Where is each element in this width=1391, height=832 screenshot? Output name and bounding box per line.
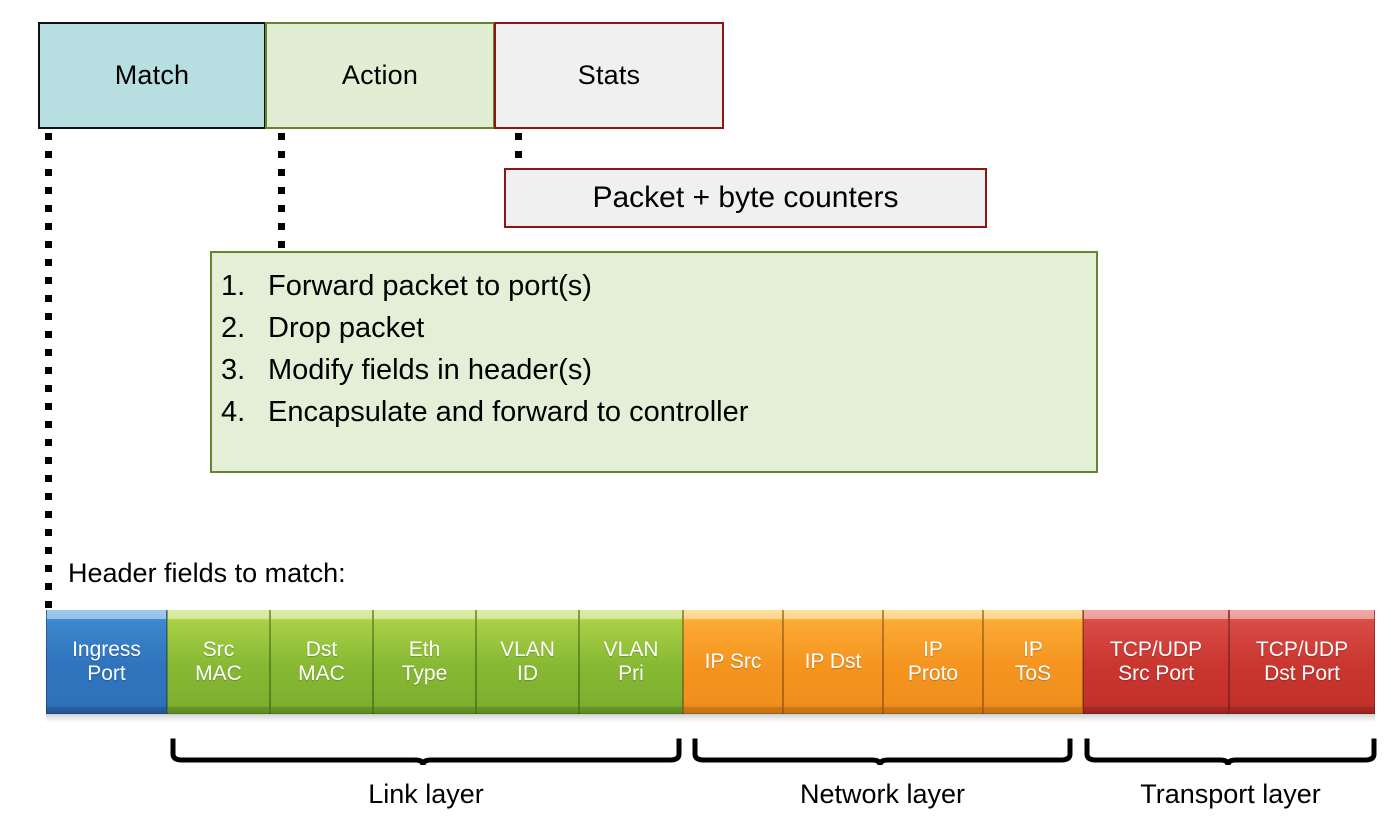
flow-entry-match-box: Match [38, 22, 266, 129]
header-fields-caption: Header fields to match: [68, 558, 346, 588]
header-field-src-mac: Src MAC [167, 610, 270, 714]
stats-callout-box: Packet + byte counters [504, 168, 987, 228]
field-line-2: Src Port [1118, 662, 1194, 685]
header-field-vlan-pri: VLAN Pri [579, 610, 683, 714]
action-item-text: Modify fields in header(s) [268, 354, 592, 386]
field-line-2: MAC [195, 662, 242, 685]
field-line-1: VLAN [603, 637, 659, 661]
field-line-1: Dst [305, 637, 338, 661]
action-list-item: 4. Encapsulate and forward to controller [212, 392, 1096, 434]
action-label: Action [341, 60, 419, 90]
header-field-ip-dst: IP Dst [783, 610, 883, 714]
field-line-2: Port [87, 662, 126, 685]
field-line-2: ID [517, 662, 538, 685]
link-layer-label: Link layer [368, 779, 484, 809]
action-item-text: Encapsulate and forward to controller [268, 396, 749, 428]
action-connector-dotted-line [278, 133, 285, 251]
action-item-number: 2. [221, 312, 246, 344]
header-field-tcp-udp-src-port: TCP/UDP Src Port [1083, 610, 1229, 714]
field-line-2: Proto [907, 662, 959, 685]
flow-entry-action-box: Action [265, 22, 495, 129]
action-item-number: 1. [221, 270, 246, 302]
field-line-2: MAC [298, 662, 345, 685]
field-line-1: TCP/UDP [1109, 637, 1203, 661]
field-line-1: Eth [408, 637, 441, 661]
action-item-text: Forward packet to port(s) [268, 270, 592, 302]
network-layer-label: Network layer [799, 779, 966, 809]
header-field-ingress-port: Ingress Port [46, 610, 167, 714]
header-field-ip-proto: IP Proto [883, 610, 983, 714]
field-line-2: Type [401, 662, 448, 685]
transport-layer-bracket [1084, 738, 1377, 768]
network-layer-bracket [692, 738, 1073, 768]
header-field-vlan-id: VLAN ID [476, 610, 579, 714]
field-line-1: TCP/UDP [1255, 637, 1349, 661]
action-list-item: 2. Drop packet [212, 308, 1096, 350]
field-line-1: VLAN [500, 637, 555, 661]
field-line-1: IP [1023, 637, 1043, 661]
link-layer-bracket [170, 738, 682, 768]
stats-connector-dotted-line [515, 133, 522, 169]
field-line-1: IP [923, 637, 943, 661]
stats-callout-text: Packet + byte counters [592, 181, 899, 214]
header-field-ip-src: IP Src [683, 610, 783, 714]
action-item-number: 3. [221, 354, 246, 386]
action-list-item: 1. Forward packet to port(s) [212, 266, 1096, 308]
field-line-2: Dst Port [1264, 662, 1340, 685]
flow-entry-stats-box: Stats [494, 22, 724, 129]
header-field-dst-mac: Dst MAC [270, 610, 373, 714]
header-fields-bar: Ingress Port Src MAC Dst MAC Eth Type VL… [46, 610, 1375, 714]
action-callout-box: 1. Forward packet to port(s) 2. Drop pac… [210, 251, 1098, 473]
field-line-1: Ingress [72, 637, 141, 661]
header-fields-bar-shadow [46, 713, 1375, 722]
transport-layer-label: Transport layer [1140, 779, 1321, 809]
field-line-1: IP Src [704, 649, 762, 673]
match-label: Match [114, 60, 190, 90]
action-item-number: 4. [221, 396, 246, 428]
action-item-text: Drop packet [268, 312, 425, 344]
field-line-1: Src [202, 637, 235, 661]
header-field-tcp-udp-dst-port: TCP/UDP Dst Port [1229, 610, 1375, 714]
stats-label: Stats [577, 60, 641, 90]
header-field-ip-tos: IP ToS [983, 610, 1083, 714]
field-line-1: IP Dst [804, 649, 862, 673]
action-list-item: 3. Modify fields in header(s) [212, 350, 1096, 392]
field-line-2: Pri [618, 662, 644, 685]
match-connector-dotted-line [45, 133, 52, 610]
header-field-eth-type: Eth Type [373, 610, 476, 714]
field-line-2: ToS [1014, 662, 1052, 685]
